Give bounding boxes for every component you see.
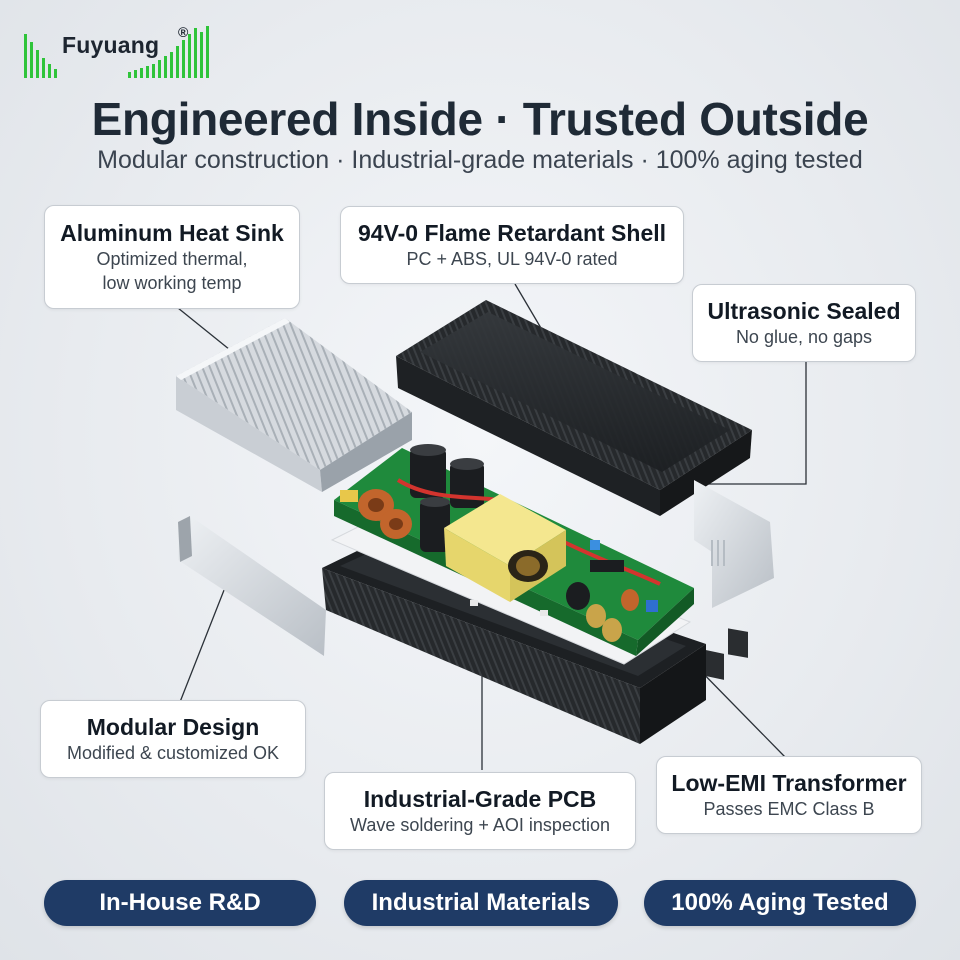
- badge-industrial-materials: Industrial Materials: [344, 880, 618, 926]
- pcb-board: [334, 444, 694, 656]
- callout-shell: 94V-0 Flame Retardant Shell PC + ABS, UL…: [340, 206, 684, 284]
- callout-desc: Modified & customized OK: [66, 743, 280, 763]
- badge-in-house-rd: In-House R&D: [44, 880, 316, 926]
- callout-desc: Optimized thermal,: [96, 249, 248, 269]
- brand-logo: Fuyuang ®: [22, 24, 222, 84]
- callout-modular: Modular Design Modified & customized OK: [40, 700, 306, 778]
- heat-sink-side-plate: [694, 480, 774, 680]
- callout-desc: Passes EMC Class B: [703, 799, 875, 819]
- callout-sealed: Ultrasonic Sealed No glue, no gaps: [692, 284, 916, 362]
- heat-sink-bracket: [178, 516, 326, 656]
- callout-desc: Wave soldering + AOI inspection: [350, 815, 610, 835]
- callout-pcb: Industrial-Grade PCB Wave soldering + AO…: [324, 772, 636, 850]
- callout-transformer: Low-EMI Transformer Passes EMC Class B: [656, 756, 922, 834]
- shell-top: [396, 300, 752, 516]
- callout-desc: No glue, no gaps: [735, 327, 873, 347]
- signal-bars-icon: [24, 26, 209, 78]
- callout-title: Modular Design: [86, 714, 260, 740]
- page-title: Engineered Inside · Trusted Outside: [91, 93, 869, 145]
- transformer: [444, 494, 566, 602]
- callout-title: 94V-0 Flame Retardant Shell: [357, 220, 667, 246]
- heat-sink-top: [176, 318, 412, 492]
- callout-desc: PC + ABS, UL 94V-0 rated: [406, 249, 618, 269]
- registered-mark: ®: [178, 24, 189, 40]
- callout-title: Industrial-Grade PCB: [363, 786, 597, 812]
- callout-title: Ultrasonic Sealed: [707, 298, 901, 324]
- callout-heat-sink: Aluminum Heat Sink Optimized thermal, lo…: [44, 205, 300, 309]
- page-subtitle: Modular construction · Industrial-grade …: [97, 146, 863, 174]
- badge-aging-tested: 100% Aging Tested: [644, 880, 916, 926]
- callout-title: Aluminum Heat Sink: [60, 220, 284, 246]
- callout-desc: low working temp: [102, 273, 242, 293]
- callout-title: Low-EMI Transformer: [671, 770, 907, 796]
- brand-name: Fuyuang: [62, 32, 160, 58]
